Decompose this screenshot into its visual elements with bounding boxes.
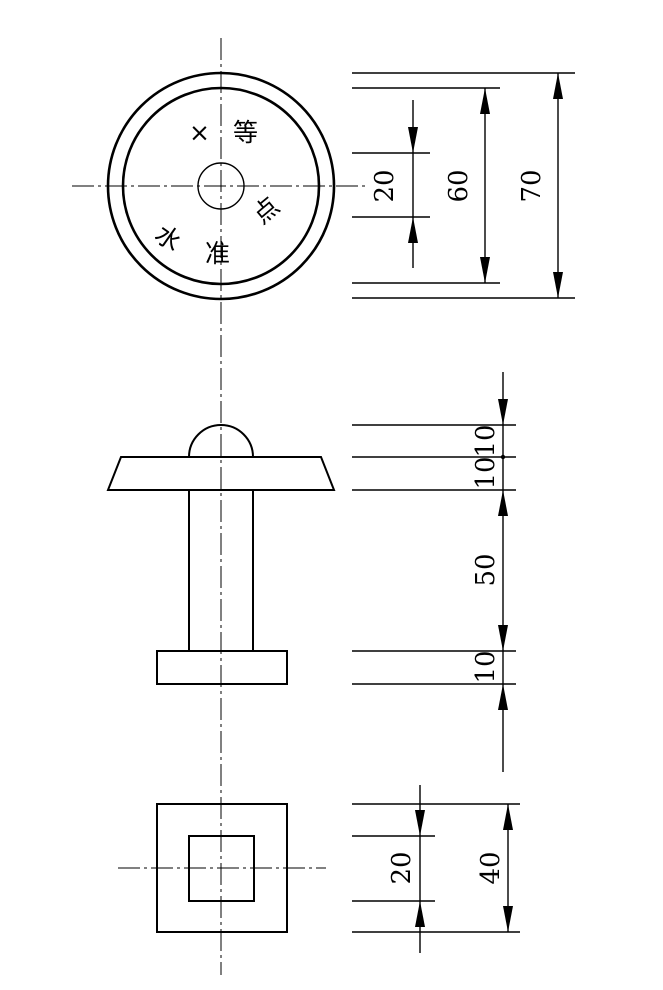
- inner-square: [188, 835, 255, 902]
- dim-arrow: [480, 88, 490, 114]
- dim-arrow: [503, 804, 513, 830]
- dim-text-hole: 20: [370, 169, 400, 202]
- outer-circle: [106, 71, 336, 301]
- dim-arrow: [503, 906, 513, 932]
- dim-text-ring: 60: [444, 169, 474, 202]
- dim-arrow: [553, 272, 563, 298]
- dome-cap: [188, 424, 254, 458]
- dim-arrow: [498, 399, 508, 425]
- dim-arrow: [498, 625, 508, 651]
- dim-text-outer: 70: [517, 169, 547, 202]
- dim-arrow: [415, 810, 425, 836]
- dim-text-inner-square: 20: [387, 851, 417, 884]
- dim-arrow: [480, 257, 490, 283]
- mark-char-water: 水: [150, 219, 187, 257]
- dim-arrow: [498, 684, 508, 710]
- dim-text-cap: 10: [471, 424, 501, 457]
- dim-text-disc: 10: [471, 456, 501, 489]
- dim-text-stem: 50: [471, 553, 501, 586]
- center-hole-circle: [197, 162, 245, 210]
- dim-arrow: [408, 217, 418, 243]
- plan-view: × 等 水 准 点 20 60 70: [72, 71, 575, 301]
- trapezoid-disc: [106, 456, 336, 491]
- elevation-view: 10 10 50 10: [106, 372, 516, 772]
- dim-arrow: [408, 127, 418, 153]
- bottom-view: 20 40: [118, 785, 520, 953]
- mark-char-point: 点: [247, 191, 285, 229]
- cross-mark: ×: [189, 118, 210, 147]
- dim-text-outer-square: 40: [476, 851, 506, 884]
- dim-arrow: [415, 901, 425, 927]
- mark-char-level: 准: [205, 239, 230, 268]
- mark-char-grade: 等: [233, 118, 258, 147]
- dim-arrow: [498, 490, 508, 516]
- dim-arrow: [553, 73, 563, 99]
- dim-text-base: 10: [471, 650, 501, 683]
- inner-ring-circle: [121, 86, 321, 286]
- base-plate: [156, 650, 288, 685]
- dim-dot: [500, 454, 506, 460]
- outer-square: [156, 803, 288, 933]
